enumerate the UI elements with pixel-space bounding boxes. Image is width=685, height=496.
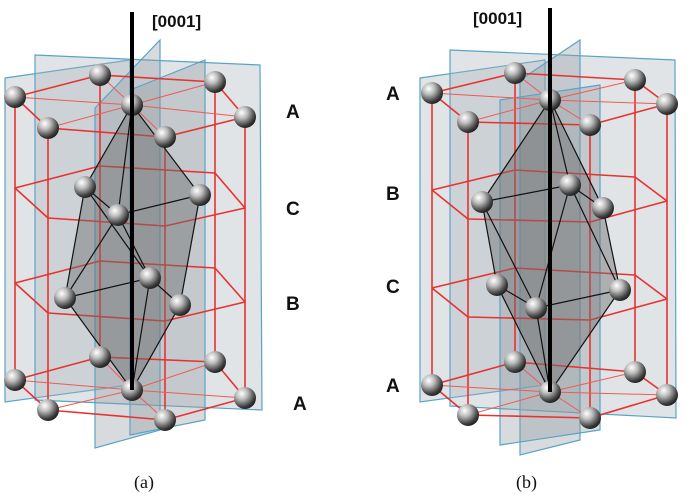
layer-a-1: C	[286, 199, 300, 220]
layer-a-3: A	[293, 394, 307, 415]
layer-a-0: A	[286, 102, 300, 123]
axis-label-b: [0001]	[473, 9, 522, 28]
layer-b-0: A	[386, 84, 400, 105]
axis-label-a: [0001]	[152, 12, 201, 31]
layer-b-1: B	[386, 184, 400, 205]
layer-a-2: B	[286, 294, 300, 315]
layer-b-2: C	[386, 277, 400, 298]
atoms-a	[4, 64, 256, 431]
caption-a: (a)	[134, 472, 154, 493]
atoms-b	[421, 62, 678, 429]
vertical-edges-a	[14, 75, 246, 420]
layer-b-3: A	[386, 376, 400, 397]
panel-b	[419, 8, 678, 456]
hex-a-mid2	[14, 260, 246, 322]
hex-b-mid1	[431, 169, 668, 223]
plane-b-back	[449, 49, 677, 419]
caption-b: (b)	[516, 472, 537, 493]
hex-a-mid1	[14, 165, 246, 227]
panel-a	[4, 12, 263, 449]
